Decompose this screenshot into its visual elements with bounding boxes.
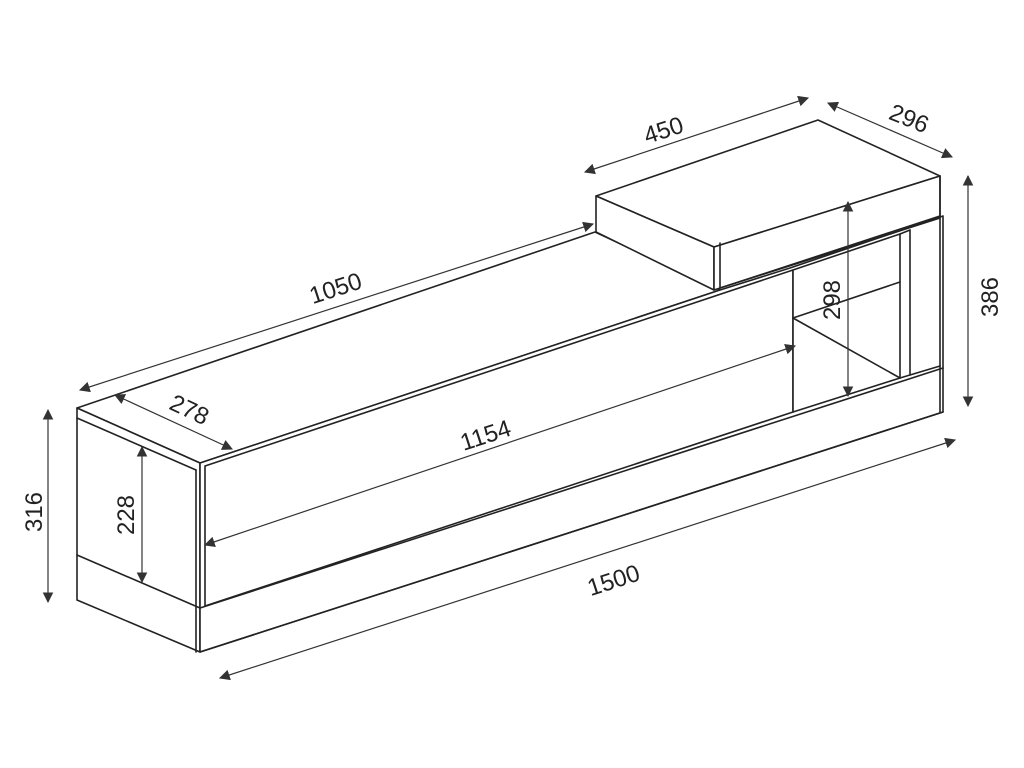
dim-line-1500	[218, 437, 957, 681]
label-296: 296	[885, 99, 932, 139]
label-1050: 1050	[306, 268, 365, 310]
dim-line-450	[583, 95, 810, 175]
dim-line-1050	[78, 221, 595, 393]
cabinet-outline	[76, 119, 944, 653]
label-450: 450	[640, 112, 686, 150]
label-316: 316	[21, 492, 48, 532]
label-228: 228	[113, 495, 140, 535]
dim-line-296	[827, 101, 953, 159]
label-386: 386	[977, 277, 1004, 317]
label-298: 298	[819, 280, 846, 320]
dimension-labels: 1500 316 278 228 1050 1154 450 296 386 2…	[21, 99, 1004, 602]
dimension-lines	[42, 95, 974, 681]
dim-line-1154	[203, 343, 797, 548]
label-1500: 1500	[584, 560, 643, 602]
